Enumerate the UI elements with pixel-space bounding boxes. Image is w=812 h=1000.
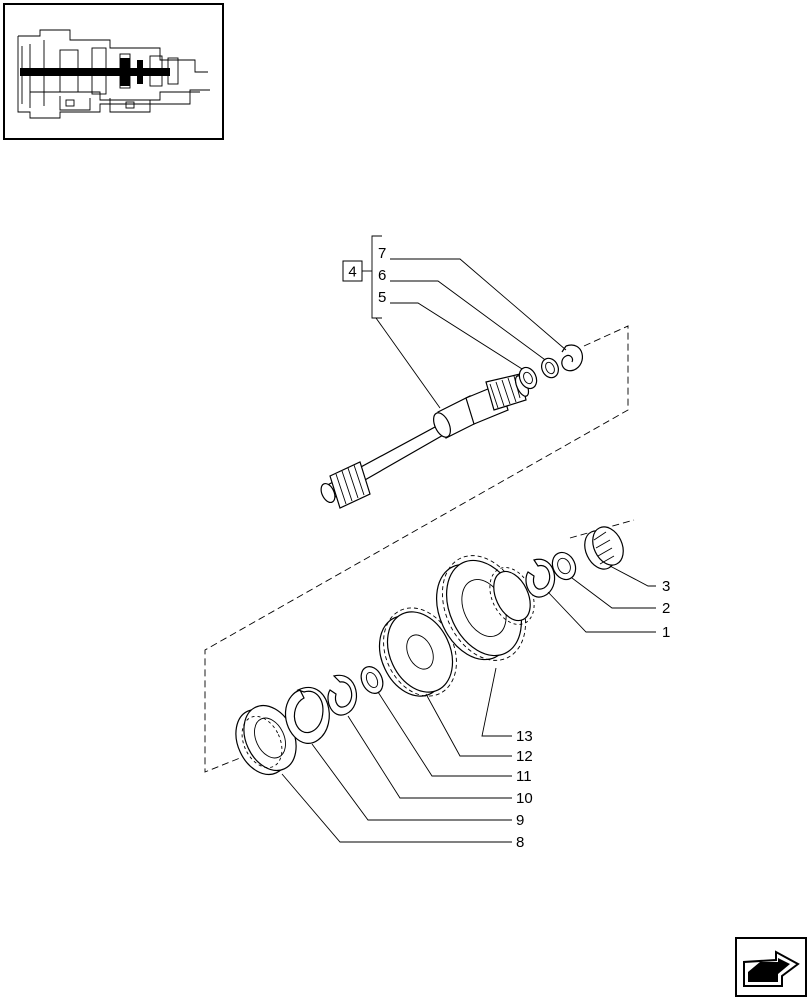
needle-bearing-5[interactable] (516, 365, 540, 392)
leader-6 (390, 280, 549, 363)
leader-2 (571, 577, 656, 609)
callout-12-label: 12 (516, 748, 533, 765)
callout-10-label: 10 (516, 790, 533, 807)
callout-2-label: 2 (662, 600, 670, 617)
callout-9-label: 9 (516, 812, 524, 829)
washer-2[interactable] (548, 549, 580, 584)
assembly-axis-frame (204, 325, 629, 773)
washer-11[interactable] (357, 663, 387, 697)
circlip-9[interactable] (284, 687, 330, 744)
callout-5-label: 5 (378, 289, 386, 306)
callout-7-label: 7 (378, 245, 386, 262)
callout-13-label: 13 (516, 728, 533, 745)
kit-bracket: 4 (342, 235, 382, 319)
snap-ring-10[interactable] (327, 674, 357, 716)
leader-11 (377, 691, 512, 777)
callout-11-label: 11 (516, 768, 532, 785)
leader-8 (281, 773, 512, 843)
callout-3-label: 3 (662, 578, 670, 595)
leader-12 (425, 693, 512, 757)
snap-ring-7[interactable] (561, 344, 583, 372)
leader-9 (311, 743, 512, 821)
main-shaft[interactable] (318, 373, 531, 509)
leader-5 (390, 302, 531, 375)
leader-kit-shaft (375, 317, 441, 409)
snap-ring-1[interactable] (525, 558, 556, 598)
transmission-cross-section-icon (17, 29, 210, 119)
next-page-button[interactable] (735, 937, 807, 997)
callout-1-label: 1 (662, 624, 670, 641)
transmission-thumbnail-inset[interactable] (3, 3, 224, 140)
callout-6-label: 6 (378, 267, 386, 284)
next-page-arrow-icon (743, 950, 800, 987)
leader-7 (390, 258, 567, 351)
kit-number-label: 4 (348, 264, 356, 281)
gear-13[interactable] (422, 542, 543, 674)
needle-bearing-3[interactable] (579, 522, 629, 574)
bearing-8[interactable] (226, 697, 306, 783)
leader-13 (481, 667, 512, 737)
washer-6[interactable] (539, 356, 562, 381)
leader-10 (347, 715, 512, 799)
leader-3 (609, 565, 656, 587)
leader-1 (547, 591, 656, 633)
gear-12[interactable] (367, 596, 470, 708)
callout-8-label: 8 (516, 834, 524, 851)
